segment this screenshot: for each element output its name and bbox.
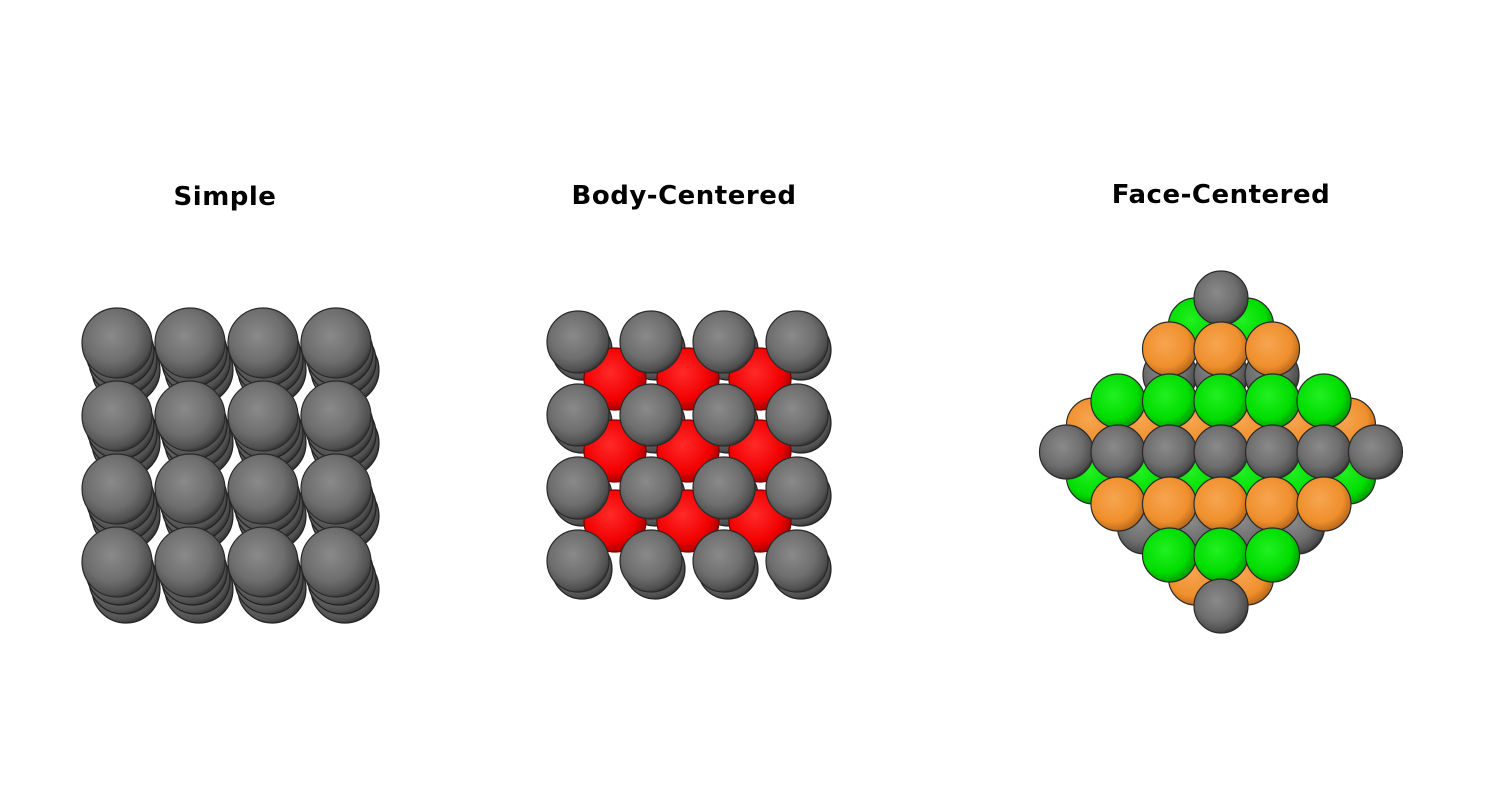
- corner-atom: [546, 383, 610, 447]
- panel-title-body-centered: Body-Centered: [571, 181, 797, 211]
- corner-atom: [692, 456, 756, 520]
- fcc-atom: [1141, 373, 1198, 429]
- corner-atom: [765, 310, 829, 374]
- corner-atom: [227, 380, 299, 452]
- fcc-atom: [1090, 476, 1146, 532]
- corner-atom: [765, 383, 829, 447]
- fcc-atom: [1244, 321, 1301, 377]
- fcc-atom: [1244, 373, 1301, 429]
- fcc-atom: [1141, 321, 1198, 377]
- corner-atom: [619, 456, 683, 520]
- fcc-atom: [1347, 424, 1404, 480]
- corner-atom: [300, 307, 372, 379]
- corner-atom: [692, 383, 756, 447]
- corner-atom: [546, 310, 610, 374]
- fcc-atom: [1244, 476, 1301, 532]
- fcc-atom: [1193, 476, 1249, 532]
- corner-atom: [765, 529, 829, 593]
- corner-atom: [692, 310, 756, 374]
- corner-atom: [300, 453, 372, 525]
- fcc-atom: [1193, 527, 1249, 583]
- corner-atom: [154, 307, 226, 379]
- corner-atom: [227, 453, 299, 525]
- fcc-atom: [1296, 373, 1352, 429]
- panel-body-centered-cubic: [546, 310, 832, 600]
- panel-simple-cubic: [81, 307, 380, 624]
- fcc-atom: [1193, 578, 1249, 634]
- corner-atom: [227, 526, 299, 598]
- corner-atom: [81, 380, 153, 452]
- corner-atom: [81, 453, 153, 525]
- fcc-atom: [1141, 424, 1198, 480]
- corner-atom: [81, 526, 153, 598]
- panel-title-simple: Simple: [173, 182, 277, 212]
- fcc-atom: [1193, 373, 1249, 429]
- corner-atom: [81, 307, 153, 379]
- corner-atom: [619, 529, 683, 593]
- fcc-atom: [1296, 424, 1352, 480]
- corner-atom: [765, 456, 829, 520]
- corner-atom: [300, 380, 372, 452]
- fcc-atom: [1038, 424, 1095, 480]
- corner-atom: [227, 307, 299, 379]
- corner-atom: [619, 310, 683, 374]
- fcc-atom: [1193, 424, 1249, 480]
- fcc-atom: [1244, 527, 1301, 583]
- corner-atom: [154, 526, 226, 598]
- corner-atom: [546, 529, 610, 593]
- fcc-atom: [1296, 476, 1352, 532]
- corner-atom: [300, 526, 372, 598]
- fcc-atom: [1141, 527, 1198, 583]
- fcc-atom: [1193, 270, 1249, 326]
- corner-atom: [692, 529, 756, 593]
- panel-title-face-centered: Face-Centered: [1111, 180, 1331, 210]
- fcc-atom: [1244, 424, 1301, 480]
- fcc-atom: [1193, 321, 1249, 377]
- corner-atom: [546, 456, 610, 520]
- corner-atom: [154, 453, 226, 525]
- panel-face-centered-cubic: [1038, 270, 1404, 634]
- fcc-atom: [1090, 373, 1146, 429]
- fcc-atom: [1090, 424, 1146, 480]
- corner-atom: [154, 380, 226, 452]
- corner-atom: [619, 383, 683, 447]
- fcc-atom: [1141, 476, 1198, 532]
